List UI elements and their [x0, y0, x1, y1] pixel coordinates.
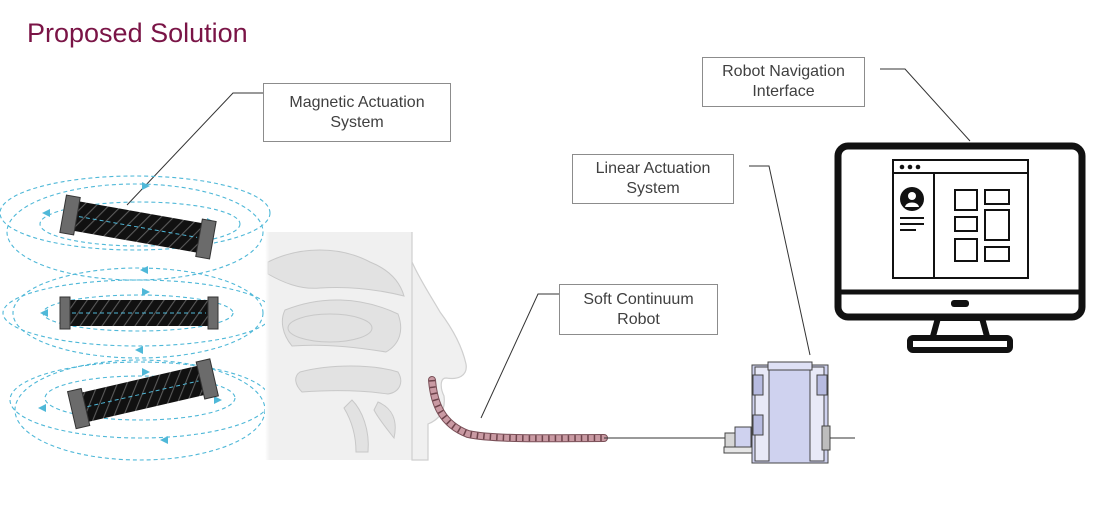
label-line: Soft Continuum: [583, 290, 694, 308]
linear-actuator-icon: [723, 361, 855, 464]
label-line: System: [330, 113, 384, 131]
electromagnet-icon: [66, 358, 219, 430]
connector-lines: [126, 68, 971, 419]
label-line: Robot Navigation: [722, 63, 845, 80]
label-line: Linear Actuation: [595, 160, 711, 177]
avatar-icon: [900, 187, 924, 211]
label-line: Robot: [617, 310, 660, 328]
label-robot-navigation: Robot Navigation Interface: [702, 57, 865, 107]
label-soft-continuum: Soft Continuum Robot: [559, 284, 718, 335]
monitor-icon: [834, 142, 1086, 353]
connector-soft-robot: [480, 293, 559, 419]
label-magnetic-actuation: Magnetic Actuation System: [263, 83, 451, 142]
label-line: System: [626, 180, 680, 197]
connector-navigation: [880, 68, 971, 142]
connector-magnetic: [126, 92, 263, 206]
electromagnet-icon: [59, 194, 217, 260]
connector-linear: [749, 165, 811, 356]
page-title: Proposed Solution: [27, 18, 248, 48]
soft-robot-icon: [428, 376, 742, 443]
label-line: Magnetic Actuation: [289, 93, 425, 111]
head-sagittal-icon: [265, 232, 467, 461]
electromagnet-icon: [59, 296, 219, 330]
label-line: Interface: [752, 83, 815, 100]
label-linear-actuation: Linear Actuation System: [572, 154, 734, 204]
